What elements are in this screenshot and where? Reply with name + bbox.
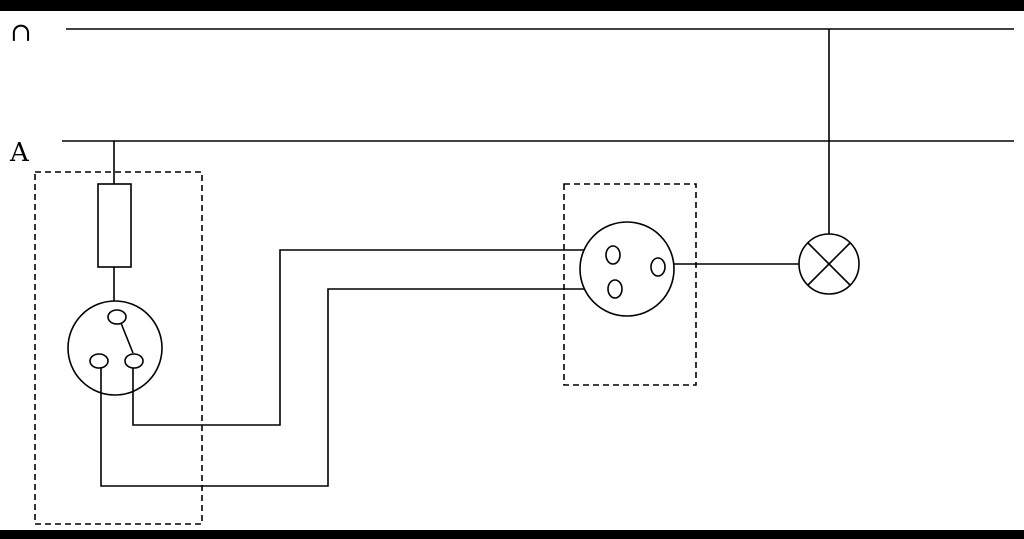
switch-box-outline (34, 171, 203, 525)
three-pin-socket (579, 221, 675, 317)
label-line-a: A (9, 138, 30, 168)
switch-lever (120, 322, 134, 354)
socket-box-outline (563, 183, 697, 386)
socket-pin-lower (607, 279, 623, 299)
traveler-wire-upper (132, 249, 613, 426)
switch-common-terminal (107, 309, 127, 325)
switch-terminal-left (89, 353, 109, 369)
socket-pin-upper (605, 245, 621, 265)
drawing-area (0, 11, 1024, 530)
fuse (97, 183, 132, 268)
label-top-line: ∩ (10, 18, 32, 48)
two-way-switch (67, 300, 163, 396)
lamp-cross-2 (807, 242, 851, 286)
switch-terminal-right (124, 353, 144, 369)
socket-pin-right (650, 257, 666, 277)
traveler-wire-lower (100, 288, 615, 487)
